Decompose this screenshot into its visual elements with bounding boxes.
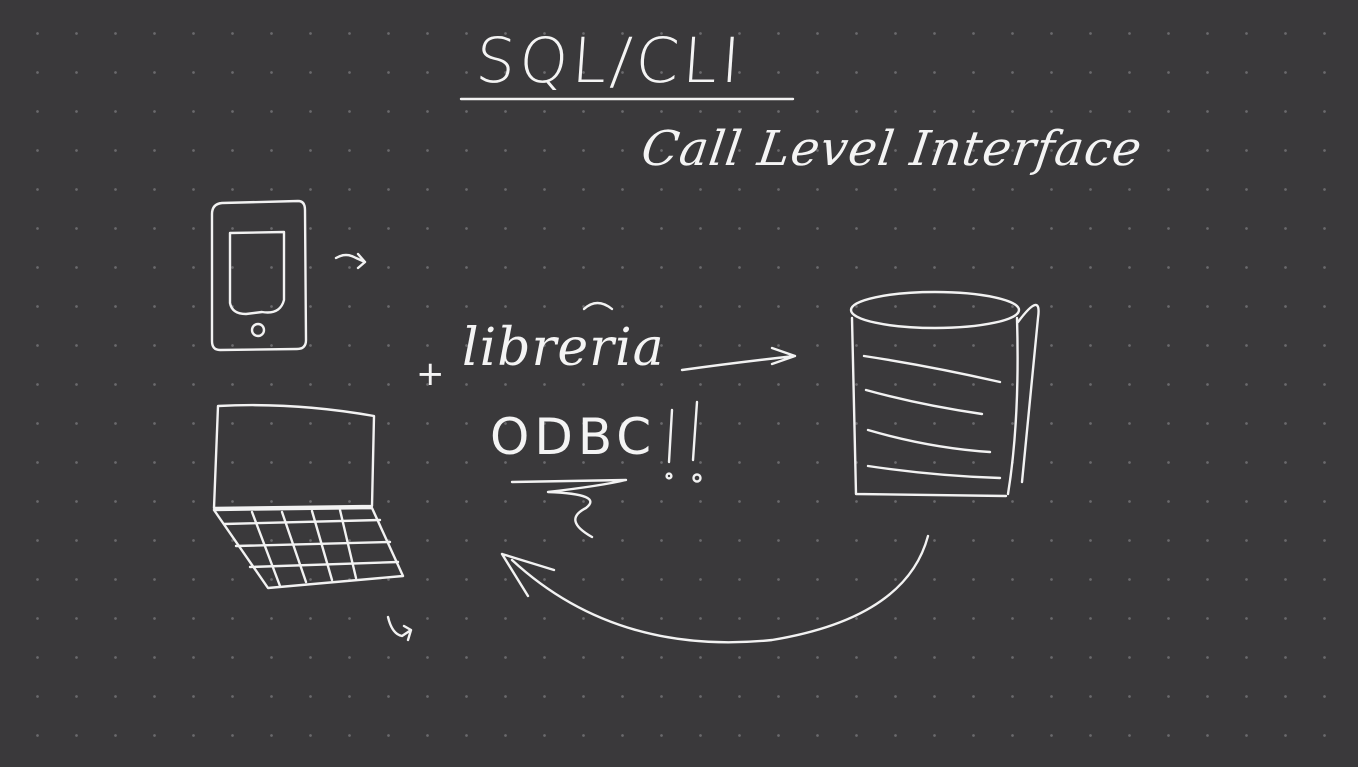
- odbc-label: ODBC: [490, 408, 657, 466]
- return-arrowhead: [500, 552, 556, 598]
- arrow-to-database: [680, 346, 797, 372]
- laptop-icon: [212, 403, 405, 590]
- odbc-scribble: [510, 478, 628, 539]
- return-arrow: [510, 534, 930, 644]
- laptop-arrow: [386, 615, 413, 642]
- title-text: SQL/CLI: [473, 24, 747, 97]
- database-icon: [849, 290, 1040, 498]
- library-label: libreria: [462, 318, 665, 378]
- plus-sign: +: [416, 354, 445, 394]
- exclamation-marks: [665, 400, 702, 483]
- smartphone-icon: [210, 199, 308, 352]
- subtitle-text: Call Level Interface: [638, 121, 1146, 177]
- phone-arrow: [334, 252, 367, 270]
- accent-mark: [582, 301, 614, 311]
